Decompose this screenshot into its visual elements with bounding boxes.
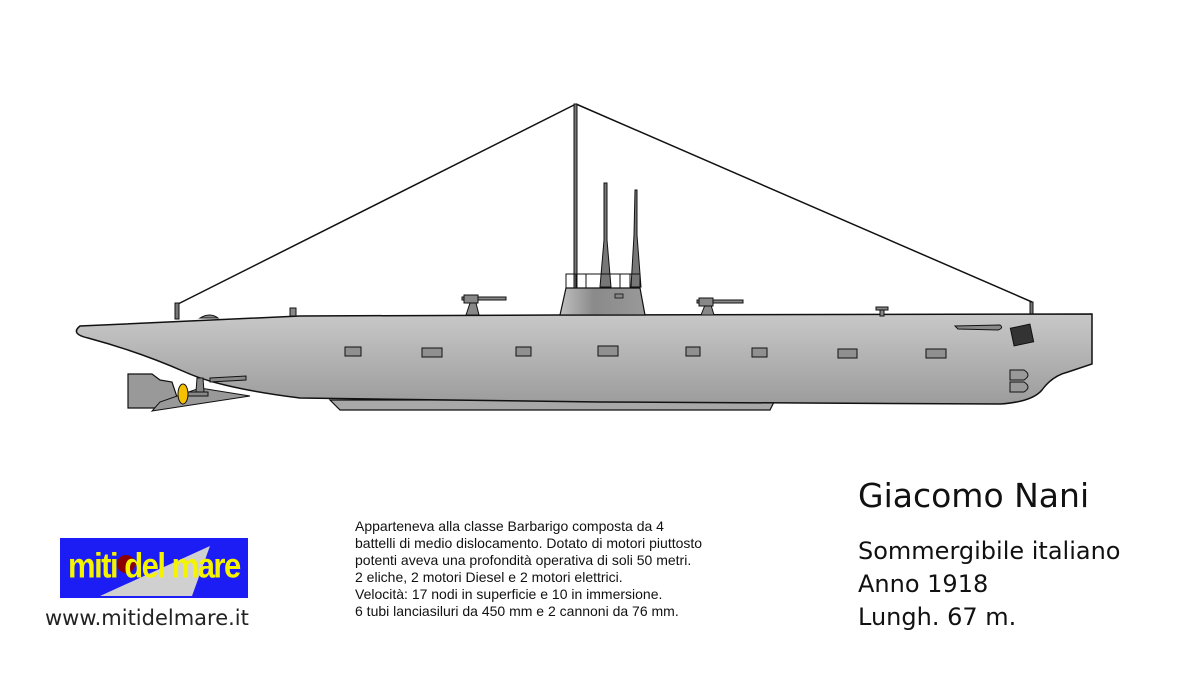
description-line: 6 tubi lanciasiluri da 450 mm e 2 cannon… — [355, 603, 679, 619]
logo: miti del mare — [60, 538, 248, 598]
submarine-info: Sommergibile italiano Anno 1918 Lungh. 6… — [858, 535, 1120, 634]
website-url[interactable]: www.mitidelmare.it — [45, 606, 249, 630]
submarine-name: Giacomo Nani — [858, 476, 1090, 515]
info-type: Sommergibile italiano — [858, 537, 1121, 565]
railing — [565, 273, 641, 288]
portholes — [344, 345, 947, 359]
masts — [174, 103, 1034, 320]
bow-details — [953, 323, 1035, 393]
periscope-1 — [599, 182, 612, 288]
propeller-icon — [177, 383, 189, 405]
description-line: battelli di medio dislocamento. Dotato d… — [355, 535, 703, 551]
info-year: Anno 1918 — [858, 570, 989, 598]
deck-guns — [198, 294, 889, 319]
periscope-2 — [630, 189, 642, 288]
description-line: 2 eliche, 2 motori Diesel e 2 motori ele… — [355, 569, 623, 585]
emblem-icon — [1009, 323, 1035, 347]
logo-sail-icon — [100, 546, 210, 596]
logo-text: miti del mare — [68, 545, 241, 586]
rudder — [127, 373, 251, 412]
description: Apparteneva alla classe Barbarigo compos… — [355, 518, 702, 620]
description-line: potenti aveva una profondità operativa d… — [355, 552, 692, 568]
stern-details — [177, 375, 247, 405]
description-line: Velocità: 17 nodi in superficie e 10 in … — [355, 586, 663, 602]
info-length: Lungh. 67 m. — [858, 603, 1017, 631]
rigging-wires — [177, 103, 1033, 305]
conning-tower — [559, 287, 646, 316]
description-line: Apparteneva alla classe Barbarigo compos… — [355, 518, 664, 534]
hull — [75, 313, 1093, 405]
